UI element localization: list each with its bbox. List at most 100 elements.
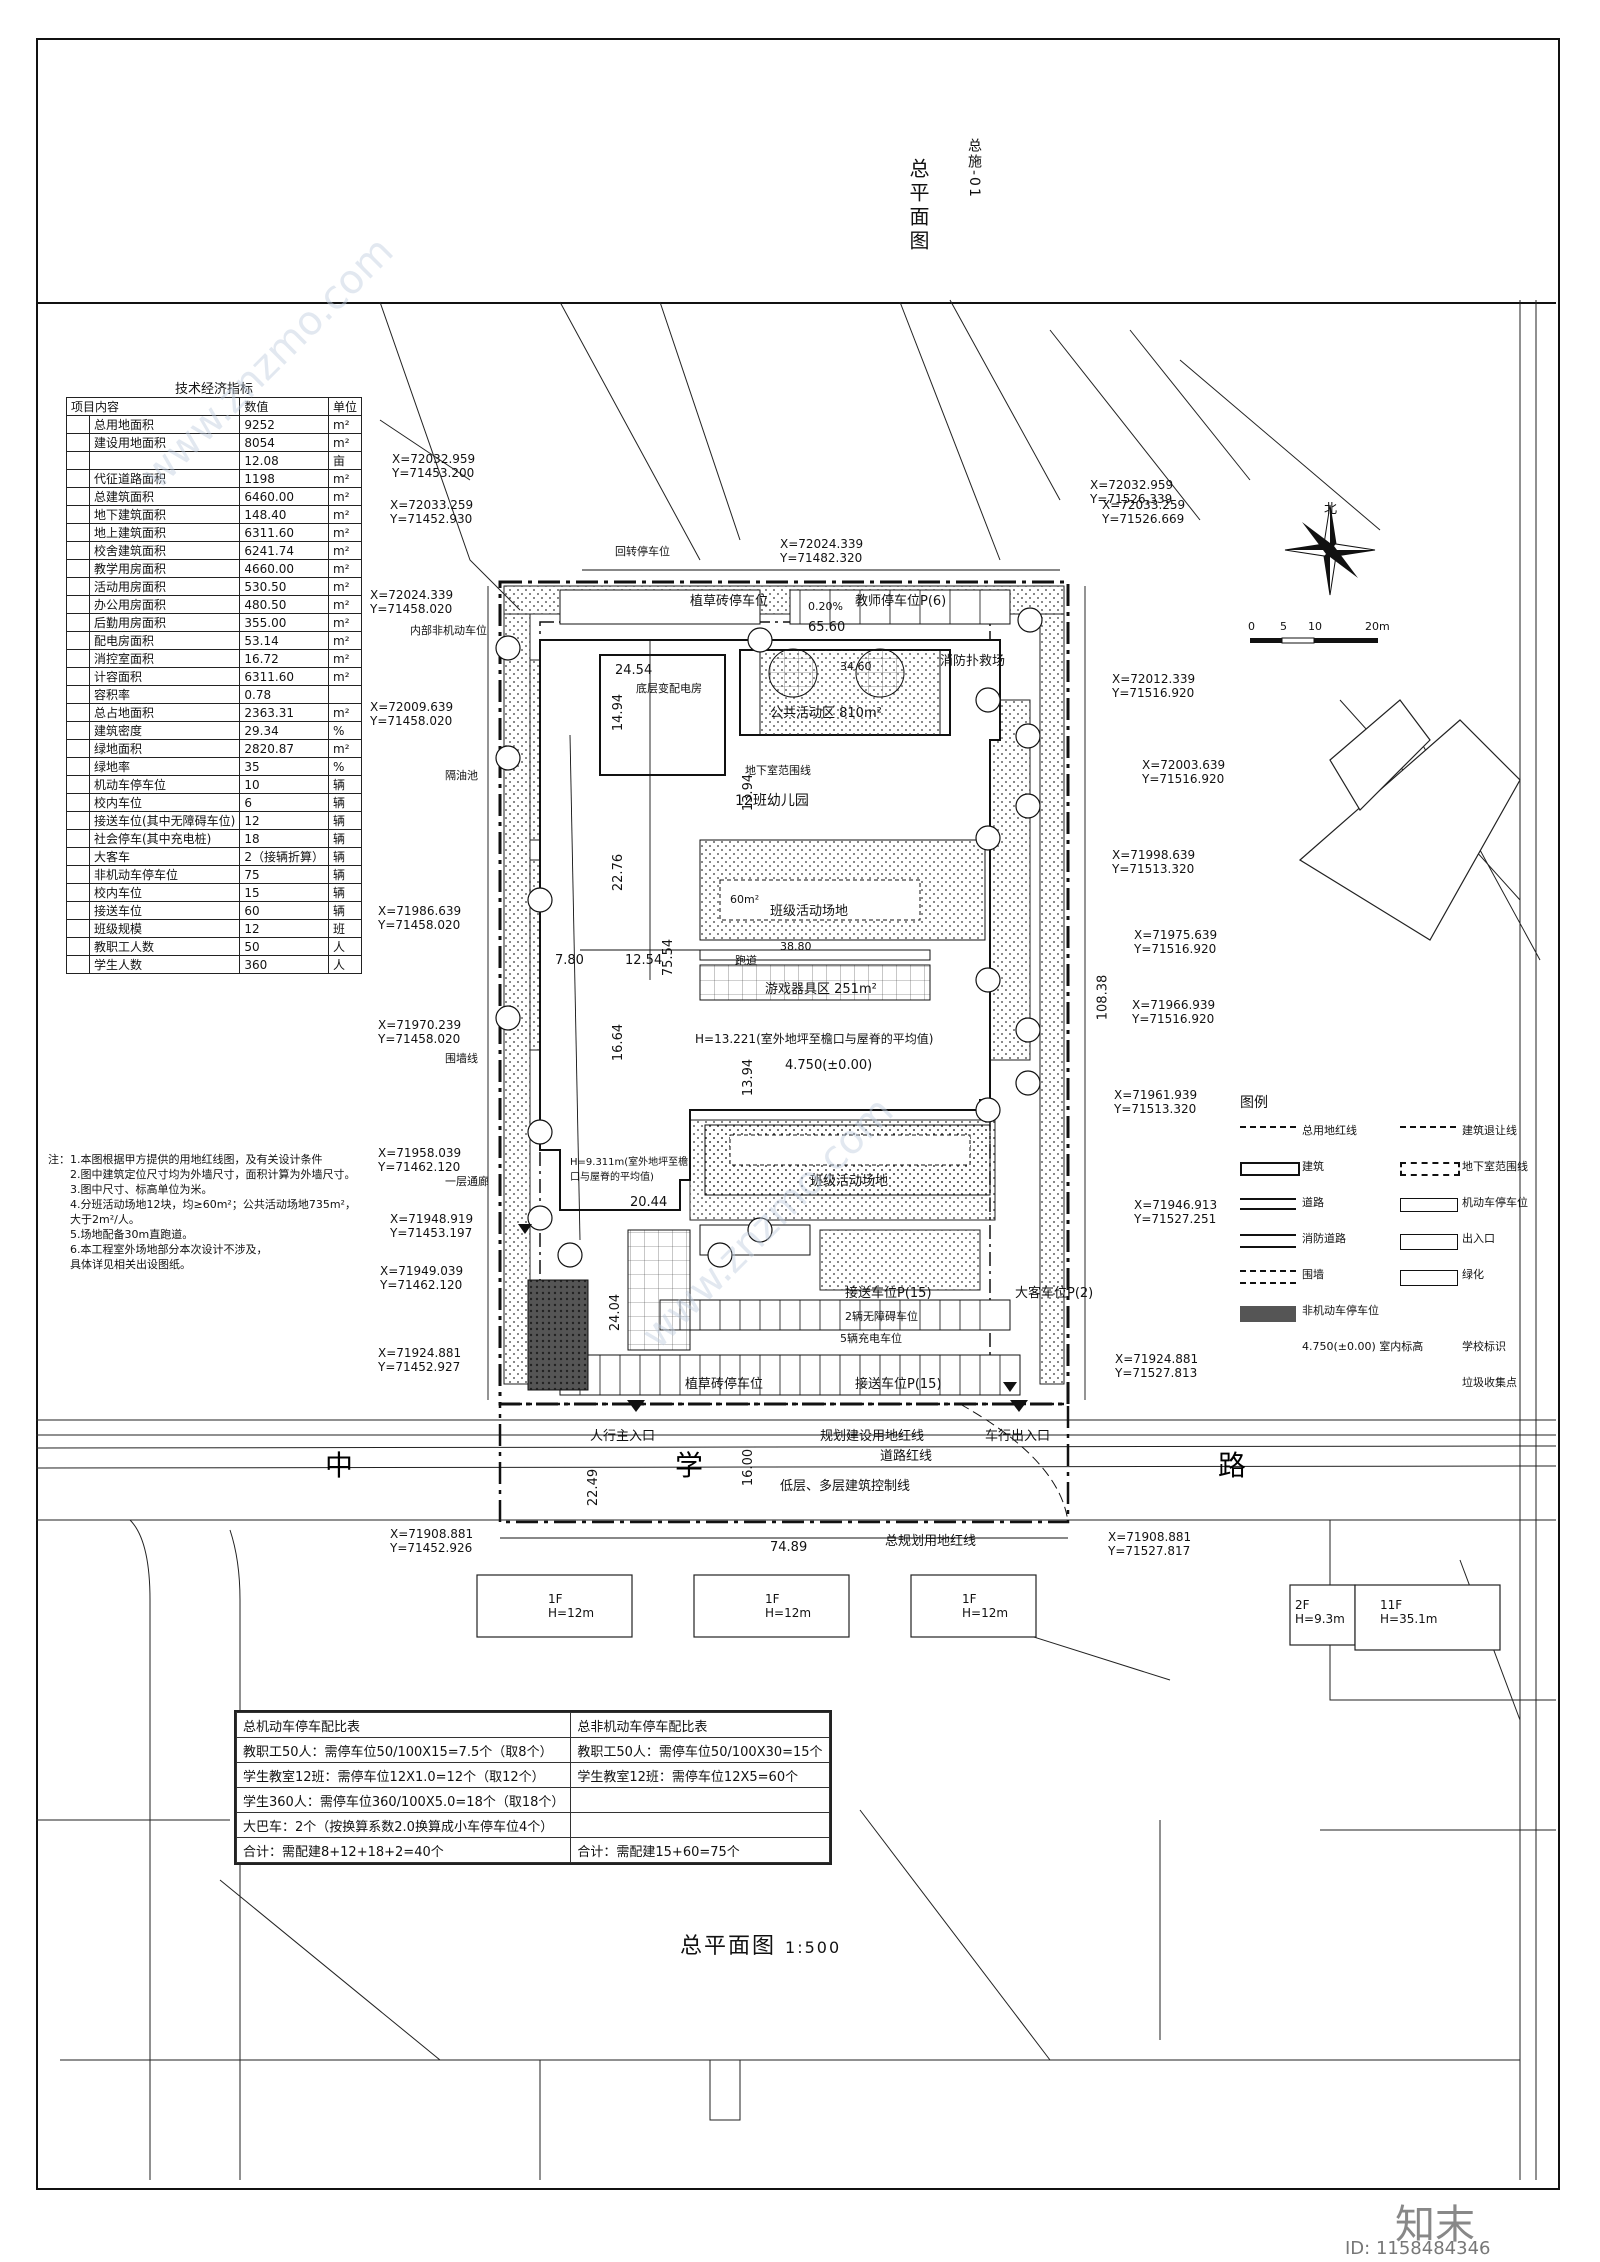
label-fence: 围墙线 [445,1052,478,1065]
tech-item: 办公用房面积 [88,595,241,614]
north-arrow [1284,504,1376,596]
coordinate-label: X=72032.959 Y=71526.339 [1090,478,1174,506]
neighbor-building-label: 2F H=9.3m [1295,1598,1345,1626]
coordinate-label: X=71948.919 Y=71453.197 [390,1212,474,1240]
tech-unit: m² [328,703,363,722]
parking-row: 教职工50人：需停车位50/100X15=7.5个（取8个）教职工50人：需停车… [235,1737,830,1763]
tech-unit: m² [328,469,363,488]
scale-20: 20m [1365,620,1390,633]
tech-value: 9252 [239,415,330,434]
parking-motor-cell: 学生教室12班：需停车位12X1.0=12个（取12个） [235,1762,572,1788]
tech-item: 绿地率 [88,757,241,776]
tech-value: 4660.00 [239,559,330,578]
coordinate-label: X=72032.959 Y=71453.200 [392,452,476,480]
dim-780: 7.80 [555,953,584,968]
dim-2454: 24.54 [615,663,653,678]
tech-unit: m² [328,577,363,596]
label-oil: 隔油池 [445,769,478,782]
tech-unit: m² [328,523,363,542]
road-char-2: 学 [675,1449,703,1482]
caption-title: 总平面图 [680,1934,777,1959]
coordinate-label: X=72033.259 Y=71452.930 [390,498,474,526]
legend-row: 4.750(±0.00) 室内标高学校标识 [1240,1334,1570,1370]
tech-item: 建筑密度 [88,721,241,740]
legend-symbol [1400,1126,1456,1128]
neighbor-buildings [476,699,1521,1651]
parking-nonmotor-cell: 学生教室12班：需停车位12X5=60个 [570,1762,830,1788]
dim-right: 108.38 [1095,974,1111,1021]
track [699,949,931,961]
tech-unit: m² [328,631,363,650]
label-pickup: 接送车位P(15) [845,1286,932,1301]
parking-left-title: 总机动车停车配比表 [235,1712,572,1738]
tech-unit: 辆 [328,793,363,812]
tech-value: 18 [239,829,330,848]
public-area-label: 公共活动区 810m² [770,706,882,721]
neighbor-building-label: 1F H=12m [765,1592,812,1620]
coordinate-label: X=71986.639 Y=71458.020 [378,904,462,932]
tech-unit: 辆 [328,865,363,884]
dim-2044: 20.44 [630,1195,668,1210]
legend-symbol [1240,1198,1296,1210]
legend-symbol [1400,1162,1460,1176]
parking-row: 合计：需配建8+12+18+2=40个合计：需配建15+60=75个 [235,1837,830,1863]
tech-item: 建设用地面积 [88,433,241,452]
legend-label: 建筑退让线 [1462,1124,1517,1137]
road-red-line [498,1402,1070,1524]
legend-label: 消防道路 [1302,1232,1346,1245]
neighbor-building-label: 1F H=12m [962,1592,1009,1620]
tech-item: 大客车 [88,847,241,866]
label-bus: 大客车位P(2) [1015,1286,1094,1301]
nonmotor-parking [527,1279,589,1391]
coordinate-label: X=72024.339 Y=71482.320 [780,537,864,565]
tech-item: 非机动车停车位 [88,865,241,884]
note-line: 注：1.本图根据甲方提供的用地红线图，及有关设计条件 [48,1153,323,1166]
legend-symbol [1400,1270,1458,1286]
tech-value: 480.50 [239,595,330,614]
legend-label: 机动车停车位 [1462,1196,1528,1209]
elevation-note: H=13.221(室外地坪至檐口与屋脊的平均值) [695,1032,934,1046]
tech-item: 社会停车(其中充电桩) [88,829,241,848]
coordinate-label: X=71998.639 Y=71513.320 [1112,848,1196,876]
tech-unit: % [328,721,363,740]
label-gate-car: 车行出入口 [985,1429,1051,1444]
floor-elevation: 4.750(±0.00) [785,1058,873,1073]
coordinate-label: X=72003.639 Y=71516.920 [1142,758,1226,786]
dimension-lines [487,569,1086,1539]
sheet-title: 总平面图 [906,158,930,254]
tech-unit: 辆 [328,847,363,866]
tech-item: 教学用房面积 [88,559,241,578]
tech-item: 教职工人数 [88,937,241,956]
plan-caption: 总平面图 1:500 [680,1928,841,1960]
class-cells-bottom [729,1134,971,1166]
dim-1664: 16.64 [611,1023,627,1062]
label-corridor: 一层通廊 [445,1175,489,1188]
tech-item: 绿地面积 [88,739,241,758]
underground-label: 地下室范围线 [745,764,811,777]
label-elec: 底层变配电房 [636,682,702,695]
tech-item: 计容面积 [88,667,241,686]
legend-row: 道路机动车停车位 [1240,1190,1570,1226]
legend-row: 围墙绿化 [1240,1262,1570,1298]
tech-value: 16.72 [239,649,330,668]
watermark-id: ID: 1158484346 [1345,2238,1491,2259]
tech-value: 6460.00 [239,487,330,506]
dim-2276: 22.76 [611,853,627,892]
dim-top: 65.60 [808,620,846,635]
tech-value: 8054 [239,433,330,452]
legend: 图例 总用地红线建筑退让线建筑地下室范围线道路机动车停车位消防道路出入口围墙绿化… [1240,1092,1570,1406]
note-line: 4.分班活动场地12块，均≥60m²；公共活动场地735m²， [70,1198,356,1211]
